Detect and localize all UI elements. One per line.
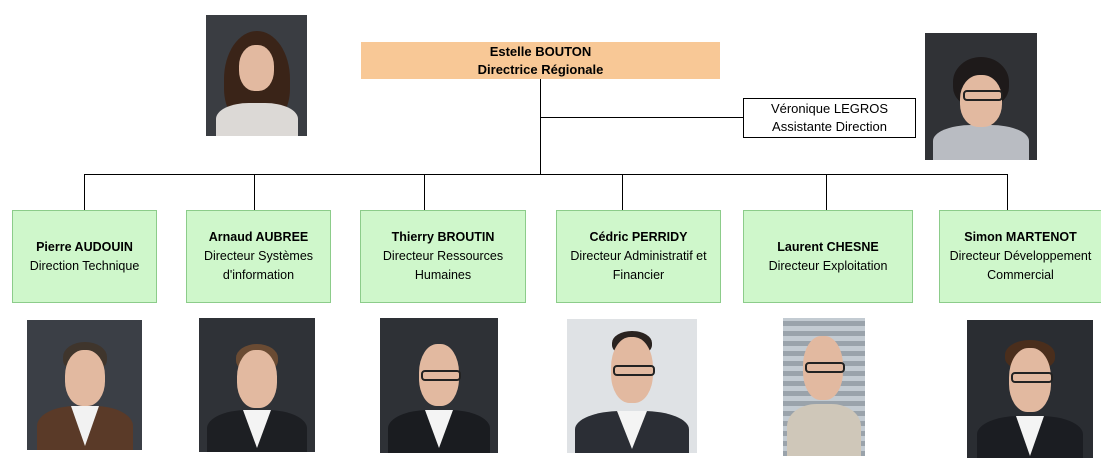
connector-director-1	[84, 174, 85, 210]
director-role: Directeur Administratif et Financier	[570, 249, 707, 282]
director-box-5: Laurent CHESNE Directeur Exploitation	[743, 210, 913, 303]
connector-assistant	[540, 117, 743, 118]
director-role: Directeur Développement Commercial	[949, 249, 1092, 282]
director-name: Laurent CHESNE	[777, 239, 879, 254]
connector-director-5	[826, 174, 827, 210]
director-name: Arnaud AUBREE	[208, 230, 309, 244]
portrait-director-2	[199, 318, 315, 452]
director-box-3: Thierry BROUTIN Directeur Ressources Hum…	[360, 210, 526, 303]
director-box-6: Simon MARTENOT Directeur Développement C…	[939, 210, 1101, 303]
portrait-director-5	[783, 318, 865, 456]
director-name: Simon MARTENOT	[964, 230, 1077, 244]
director-role: Directeur Exploitation	[768, 258, 888, 273]
assistant-box: Véronique LEGROS Assistante Direction	[743, 98, 916, 138]
assistant-role: Assistante Direction	[772, 119, 887, 134]
assistant-name: Véronique LEGROS	[770, 101, 889, 116]
portrait-director-4	[567, 319, 697, 453]
director-role: Direction Technique	[29, 258, 140, 273]
director-role: Directeur Ressources Humaines	[382, 249, 504, 282]
root-box: Estelle BOUTON Directrice Régionale	[361, 42, 720, 79]
portrait-director-6	[967, 320, 1093, 458]
director-role: Directeur Systèmes d'information	[203, 249, 314, 282]
connector-director-6	[1007, 174, 1008, 210]
connector-director-2	[254, 174, 255, 210]
director-name: Cédric PERRIDY	[589, 230, 688, 244]
connector-director-4	[622, 174, 623, 210]
connector-director-3	[424, 174, 425, 210]
connector-root-down	[540, 79, 541, 174]
root-name: Estelle BOUTON	[489, 43, 592, 59]
director-name: Pierre AUDOUIN	[36, 239, 133, 254]
portrait-root	[206, 15, 307, 136]
portrait-director-3	[380, 318, 498, 453]
director-box-2: Arnaud AUBREE Directeur Systèmes d'infor…	[186, 210, 331, 303]
connector-horizontal-bus	[84, 174, 1008, 175]
director-box-1: Pierre AUDOUIN Direction Technique	[12, 210, 157, 303]
portrait-director-1	[27, 320, 142, 450]
root-role: Directrice Régionale	[477, 61, 604, 77]
director-name: Thierry BROUTIN	[391, 230, 495, 244]
portrait-assistant	[925, 33, 1037, 160]
director-box-4: Cédric PERRIDY Directeur Administratif e…	[556, 210, 721, 303]
